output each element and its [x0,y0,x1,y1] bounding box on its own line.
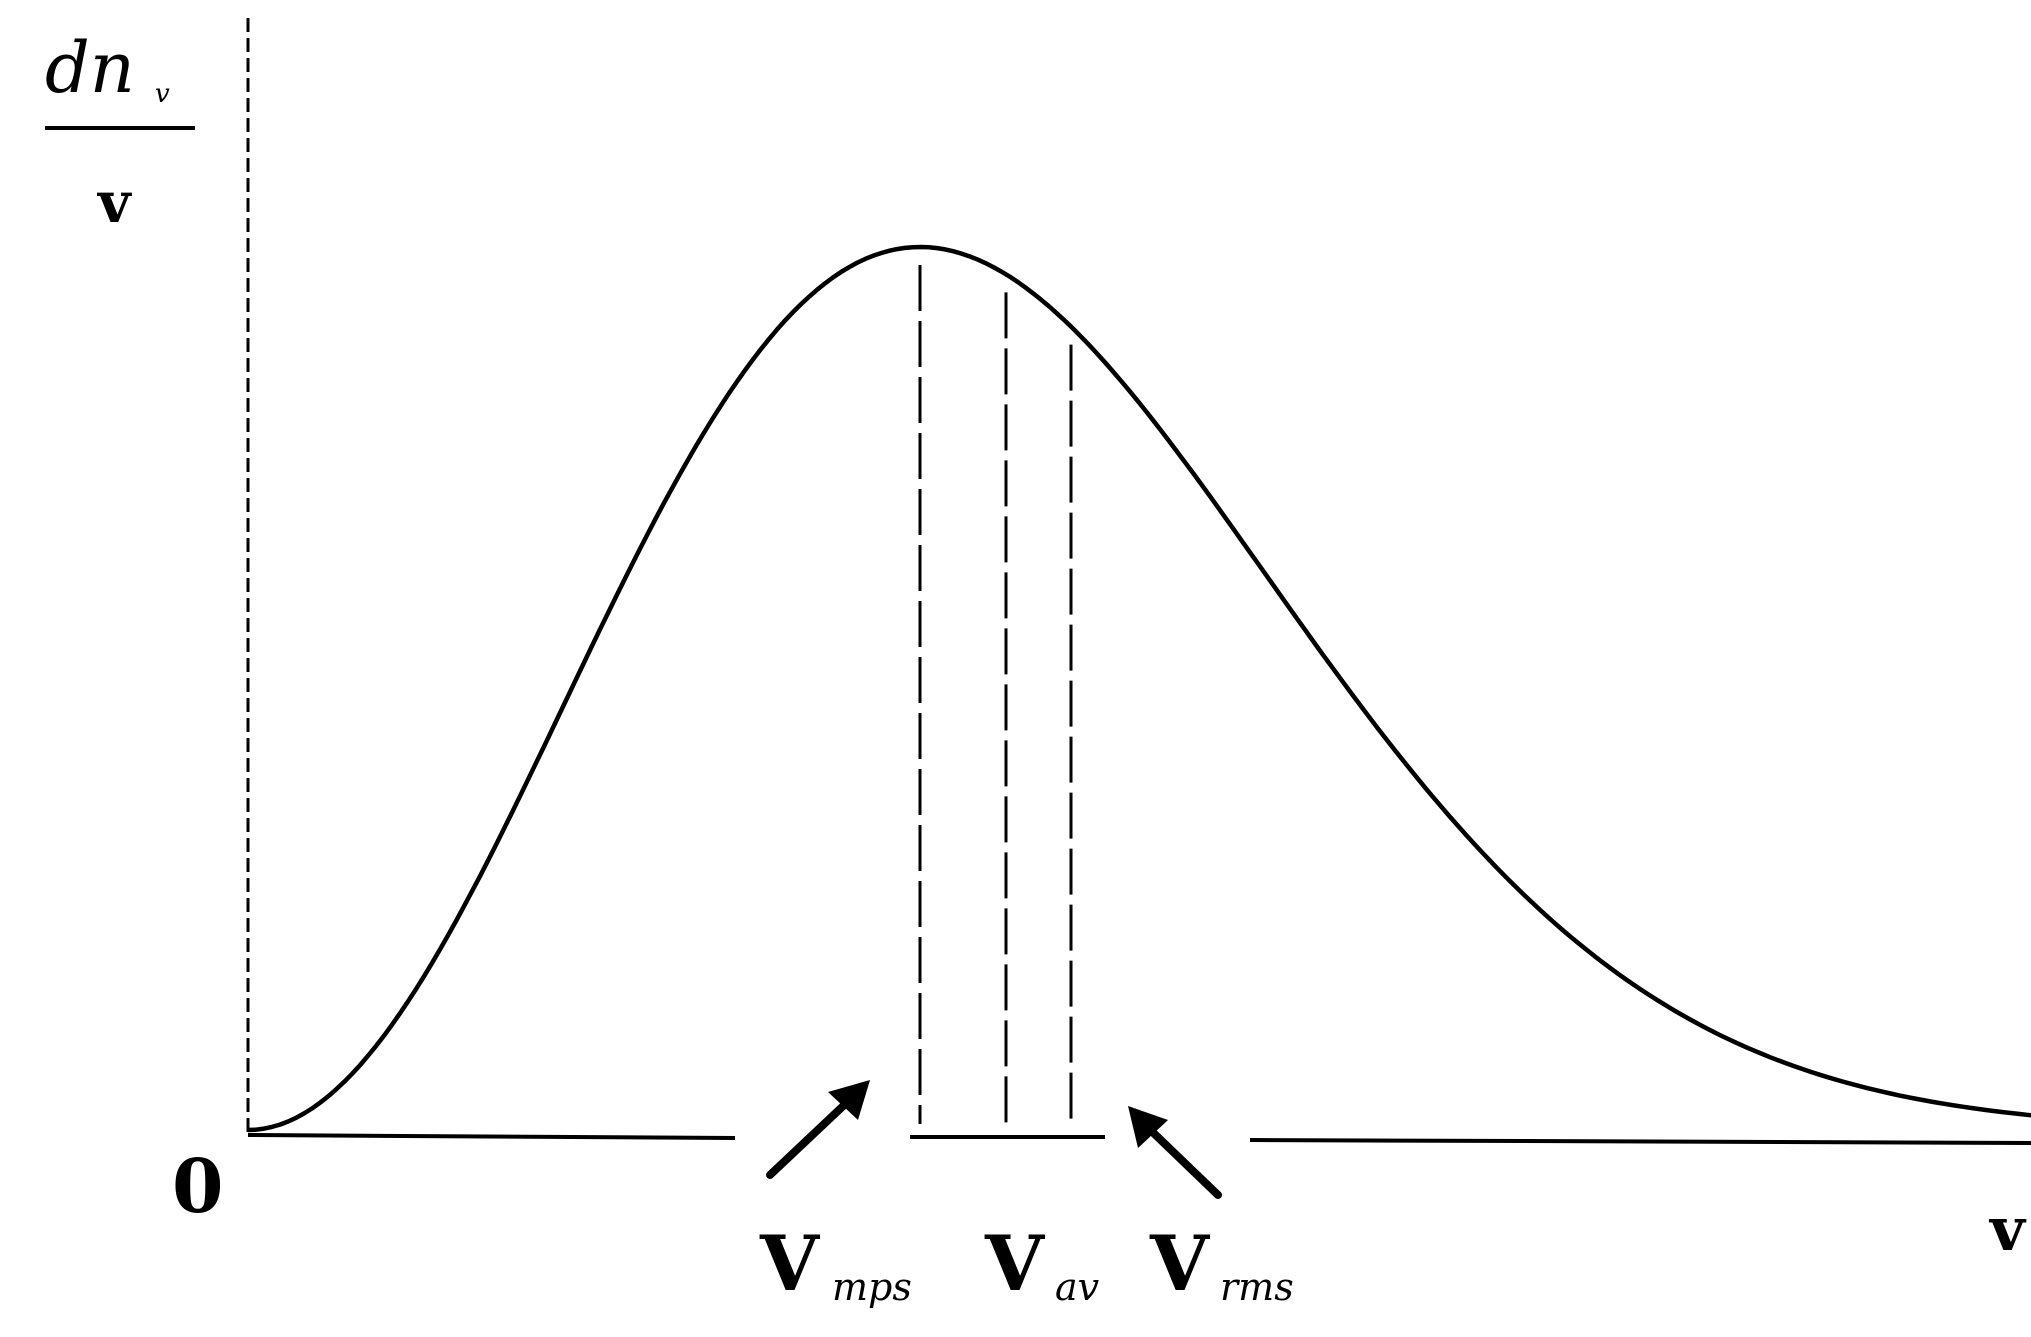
marker-label-mps: V mps [759,1219,912,1309]
marker-label-rms-sub: rms [1220,1265,1294,1309]
marker-label-av: V av [984,1219,1100,1309]
distribution-curve [247,244,2031,1133]
y-axis-label: dn v v [45,27,195,236]
arrow-to-vmps-icon [766,1080,870,1179]
marker-label-rms-symbol: V [1149,1219,1211,1308]
marker-label-av-symbol: V [984,1219,1046,1308]
marker-label-mps-symbol: V [759,1219,821,1308]
marker-label-av-sub: av [1055,1265,1100,1309]
x-axis-left [247,1133,736,1140]
y-axis-label-numerator-sub: v [155,79,170,109]
marker-label-mps-sub: mps [832,1265,912,1309]
arrow-to-vrms-icon [1128,1106,1222,1199]
marker-label-rms: V rms [1149,1219,1294,1309]
y-axis-label-numerator: dn [45,27,135,109]
x-axis-right [1249,1138,2031,1145]
x-axis-label: v [1988,1195,2027,1265]
y-axis-label-denominator: v [96,170,132,236]
origin-label: 0 [172,1144,224,1230]
